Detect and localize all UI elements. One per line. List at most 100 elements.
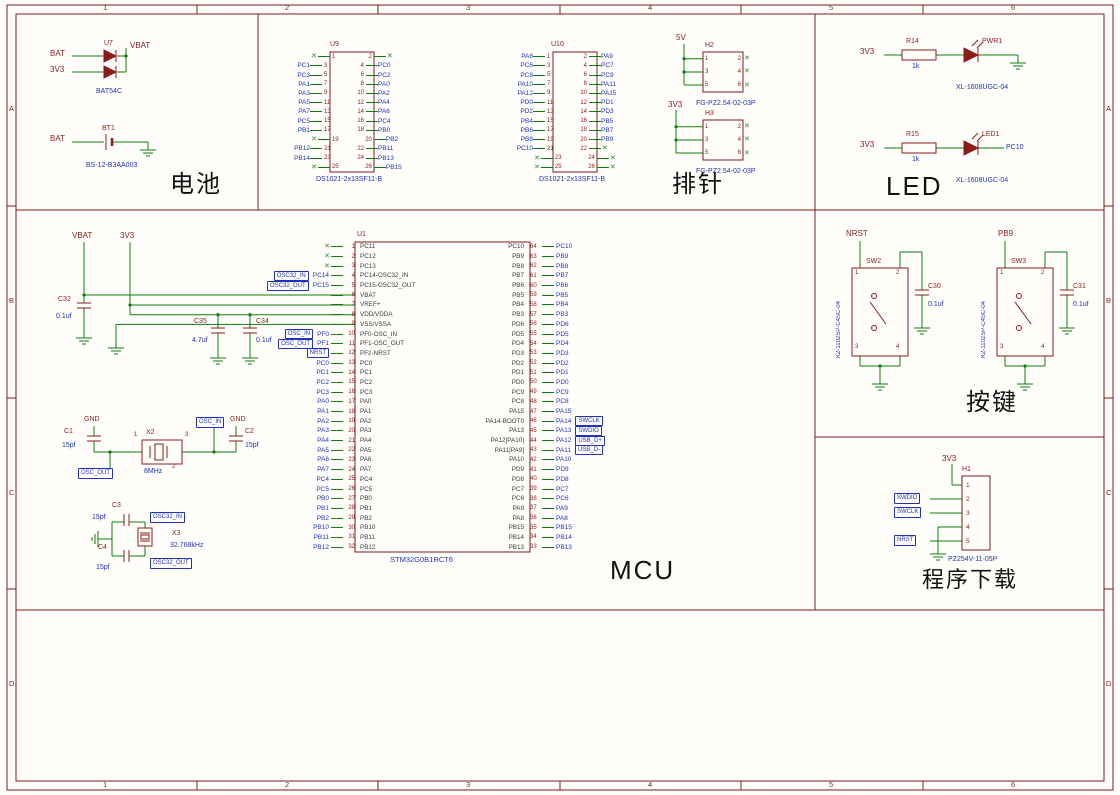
mcu-pin-row[interactable]: PC5 ✕ 26 PC5 — [226, 484, 445, 494]
net-label[interactable]: PA5 — [317, 446, 329, 454]
net-label[interactable]: PA6 — [378, 108, 390, 116]
net-port-flag[interactable]: USB_D- — [574, 445, 603, 456]
ref-designator[interactable]: PWR1 — [982, 38, 1003, 45]
mcu-pin-row[interactable]: PA12[PA10] 44 PA12 USB_D+ — [440, 435, 660, 446]
header-pin-row[interactable]: ✕ 25 26 ✕ — [497, 163, 653, 172]
mcu-pin-row[interactable]: PA2 ✕ 19 PA2 — [226, 416, 445, 426]
mcu-pin-row[interactable]: OSC32_OUT PC15 ✕ 5 PC15-OSC32_OUT — [226, 280, 445, 291]
mcu-pin-row[interactable]: PB14 34 PB14 — [440, 533, 660, 543]
net-port-flag[interactable]: OSC_IN — [284, 329, 314, 340]
mcu-pin-row[interactable]: PA0 ✕ 17 PA0 — [226, 397, 445, 407]
header-pin-row[interactable]: PA7 ✕ 13 14 ✕ PA6 — [274, 107, 430, 116]
net-label[interactable]: PC8 — [556, 398, 569, 406]
ref-designator[interactable]: U9 — [330, 41, 339, 48]
net-label[interactable]: PB9 — [556, 253, 569, 261]
net-label[interactable]: PC3 — [297, 71, 310, 79]
mcu-pin-row[interactable]: PB11 ✕ 31 PB11 — [226, 533, 445, 543]
header-pin-row[interactable]: ✕ 23 24 ✕ — [497, 153, 653, 162]
mcu-pin-row[interactable]: PB15 35 PB15 — [440, 523, 660, 533]
part-value[interactable]: 15pf — [245, 442, 259, 449]
header-pin-row[interactable]: PC10 ✕ 21 22 ✕ — [497, 144, 653, 153]
header-pin-row[interactable]: PB4 ✕ 15 16 ✕ PB5 — [497, 117, 653, 126]
ref-designator[interactable]: X3 — [172, 530, 181, 537]
header-pin-row[interactable]: PA10 ✕ 7 8 ✕ PA11 — [497, 80, 653, 89]
net-flag-gnd[interactable]: GND — [84, 416, 100, 423]
net-label[interactable]: PB9 — [601, 136, 614, 144]
decoupling-capacitors[interactable] — [77, 302, 257, 334]
mcu-pin-row[interactable]: PB0 ✕ 27 PB0 — [226, 494, 445, 504]
mcu-pin-row[interactable]: PC10 64 PC10 — [440, 242, 660, 252]
net-label[interactable]: PC5 — [316, 485, 329, 493]
part-value[interactable]: 4.7uf — [192, 337, 208, 344]
net-label[interactable]: PC0 — [316, 359, 329, 367]
net-label[interactable]: PB3 — [556, 311, 569, 319]
mcu-pin-row[interactable]: PA11[PA9] 43 PA11 USB_D- — [440, 445, 660, 456]
header-pin-row[interactable]: 5 6 ✕ — [703, 79, 751, 92]
header-pin-row[interactable]: PB8 ✕ 19 20 ✕ PB9 — [497, 135, 653, 144]
mcu-pin-row[interactable]: PA7 ✕ 24 PA7 — [226, 465, 445, 475]
net-label[interactable]: PC9 — [601, 71, 614, 79]
part-value[interactable]: 15pf — [96, 564, 110, 571]
header-pin-row[interactable]: 1 2 ✕ — [703, 120, 751, 133]
net-label[interactable]: PA11 — [556, 446, 571, 454]
net-label[interactable]: PD3 — [601, 108, 614, 116]
ref-designator[interactable]: C32 — [58, 296, 71, 303]
part-value[interactable]: 32.768kHz — [170, 542, 204, 549]
net-label-bat[interactable]: BAT — [50, 49, 65, 58]
header-pin-row[interactable]: PB12 ✕ 21 22 ✕ PB11 — [274, 144, 430, 153]
net-label[interactable]: PB4 — [556, 301, 569, 309]
net-label[interactable]: PD9 — [556, 466, 569, 474]
mcu-pin-row[interactable]: PD8 40 PD8 — [440, 475, 660, 485]
net-label[interactable]: PB6 — [556, 282, 569, 290]
ref-designator[interactable]: C3 — [112, 502, 121, 509]
net-label-bat[interactable]: BAT — [50, 134, 65, 143]
net-label[interactable]: PB5 — [556, 291, 569, 299]
part-value[interactable]: K2-1102SP-C4SC-04 — [836, 301, 842, 358]
header-pin-row[interactable]: PA3 ✕ 9 10 ✕ PA2 — [274, 89, 430, 98]
mcu-pin-row[interactable]: PD2 52 PD2 — [440, 358, 660, 368]
h3-pin-rows[interactable]: 1 2 ✕ 3 4 ✕ 5 6 ✕ — [703, 120, 751, 160]
header-pin-row[interactable]: PA1 ✕ 7 8 ✕ PA0 — [274, 80, 430, 89]
net-label[interactable]: PB5 — [601, 117, 614, 125]
net-label[interactable]: PC7 — [556, 485, 569, 493]
net-port-flag[interactable]: NRST — [306, 348, 329, 359]
net-label[interactable]: PB4 — [520, 117, 533, 125]
ref-designator[interactable]: C4 — [98, 544, 107, 551]
net-label[interactable]: PC3 — [316, 388, 329, 396]
net-label[interactable]: PB11 — [378, 145, 394, 153]
part-value[interactable]: PZ254V-11-05P — [948, 556, 998, 563]
net-label[interactable]: PA4 — [378, 99, 390, 107]
ref-designator[interactable]: R14 — [906, 38, 919, 45]
net-label[interactable]: PC4 — [316, 475, 329, 483]
net-port-flag[interactable]: OSC_OUT — [78, 468, 114, 479]
net-port-flag[interactable]: SWCLK — [575, 416, 603, 427]
mcu-pin-row[interactable]: ✕ 2 PC12 — [226, 252, 445, 262]
net-label[interactable]: PA8 — [521, 53, 533, 61]
net-label[interactable]: PA14 — [556, 417, 572, 425]
net-label[interactable]: PB10 — [313, 524, 329, 532]
header-pin-row[interactable]: PC5 ✕ 15 16 ✕ PC4 — [274, 117, 430, 126]
swd-header-circuit[interactable] — [929, 464, 991, 561]
mcu-pin-row[interactable]: PB1 ✕ 28 PB1 — [226, 504, 445, 514]
mcu-pin-row[interactable]: ✕ 9 VSS/VSSA — [226, 320, 445, 330]
part-value[interactable]: XL-1608UGC-04 — [956, 177, 1009, 184]
net-label[interactable]: PB8 — [520, 136, 533, 144]
net-flag-gnd[interactable]: GND — [230, 416, 246, 423]
part-value[interactable]: STM32G0B1RCT6 — [390, 555, 453, 564]
net-port-flag[interactable]: OSC32_OUT — [267, 280, 309, 291]
mcu-pin-row[interactable]: PD5 55 PD5 — [440, 329, 660, 339]
ref-designator[interactable]: R15 — [906, 131, 919, 138]
ref-designator[interactable]: LED1 — [982, 131, 1000, 138]
net-label[interactable]: PA7 — [298, 108, 310, 116]
mcu-pin-row[interactable]: PD4 54 PD4 — [440, 339, 660, 349]
net-label[interactable]: PB2 — [385, 136, 399, 144]
net-label[interactable]: PC8 — [520, 71, 533, 79]
net-port-flag[interactable]: OSC32_OUT — [150, 558, 192, 569]
header-pin-row[interactable]: PB14 ✕ 23 24 ✕ PB13 — [274, 153, 430, 162]
net-port-flag[interactable]: SWDIO — [575, 425, 602, 436]
part-value[interactable]: 0.1uf — [1073, 301, 1089, 308]
net-label[interactable]: PA1 — [298, 80, 310, 88]
net-label[interactable]: PA0 — [378, 80, 390, 88]
net-label[interactable]: PA7 — [317, 466, 329, 474]
